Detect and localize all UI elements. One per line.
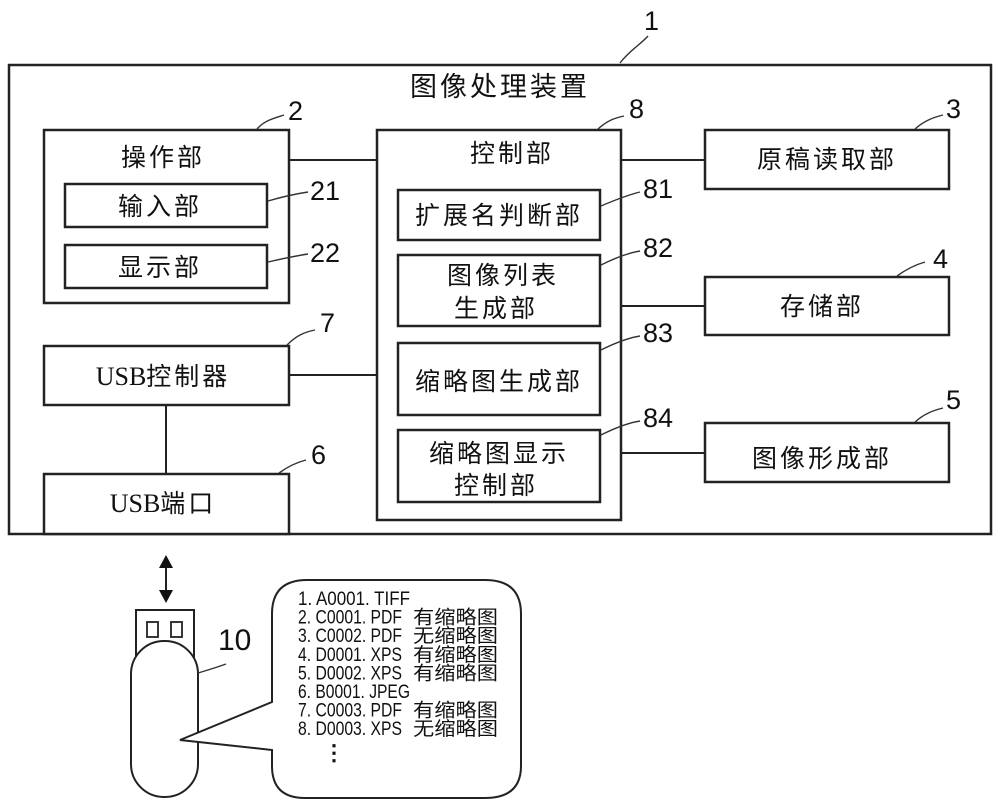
ref-10: 10 <box>218 624 251 657</box>
device-title: 图像处理装置 <box>410 72 590 103</box>
ref-21: 21 <box>310 176 340 206</box>
ref-2: 2 <box>288 96 303 126</box>
input-unit-label: 输入部 <box>118 192 202 221</box>
ref-81: 81 <box>643 174 673 204</box>
thumbnail-status: 无缩略图 <box>413 718 498 740</box>
usb-contact-right <box>171 622 182 637</box>
usb-controller-label: USB控制器 <box>96 362 231 391</box>
ref-7: 7 <box>320 308 335 338</box>
ref-84: 84 <box>643 403 673 433</box>
image-forming-label: 图像形成部 <box>752 444 892 473</box>
image-list-gen-label-1: 图像列表 <box>447 261 559 290</box>
thumbnail-display-label-2: 控制部 <box>454 471 538 500</box>
file-list: 1. A0001. TIFF2. C0001. PDF有缩略图3. C0002.… <box>298 589 498 740</box>
ref-4: 4 <box>933 244 948 274</box>
list-ellipsis: ⋮ <box>323 740 345 765</box>
usb-port-label: USB端口 <box>110 489 217 518</box>
ref-8: 8 <box>629 94 644 124</box>
leader-1 <box>620 36 648 63</box>
leader-10 <box>198 664 226 673</box>
file-list-item: 8. D0003. XPS <box>298 719 402 740</box>
ref-83: 83 <box>643 318 673 348</box>
ref-1: 1 <box>644 6 659 36</box>
usb-memory-icon <box>131 610 198 797</box>
extension-judge-label: 扩展名判断部 <box>415 201 583 230</box>
thumbnail-display-label-1: 缩略图显示 <box>429 439 569 468</box>
ref-6: 6 <box>311 440 326 470</box>
document-reader-label: 原稿读取部 <box>757 145 897 174</box>
thumbnail-gen-label: 缩略图生成部 <box>415 367 583 396</box>
image-list-gen-label-2: 生成部 <box>454 294 538 323</box>
thumbnail-status: 有缩略图 <box>413 662 498 684</box>
ref-3: 3 <box>946 94 961 124</box>
ref-5: 5 <box>946 385 961 415</box>
ref-82: 82 <box>643 233 673 263</box>
display-unit-label: 显示部 <box>118 253 202 282</box>
control-unit-label: 控制部 <box>470 139 554 168</box>
usb-body <box>131 641 198 797</box>
operation-unit-label: 操作部 <box>121 143 205 172</box>
ref-22: 22 <box>310 238 340 268</box>
insert-remove-arrow-icon <box>159 555 173 603</box>
storage-label: 存储部 <box>780 292 864 321</box>
usb-contact-left <box>147 622 158 637</box>
